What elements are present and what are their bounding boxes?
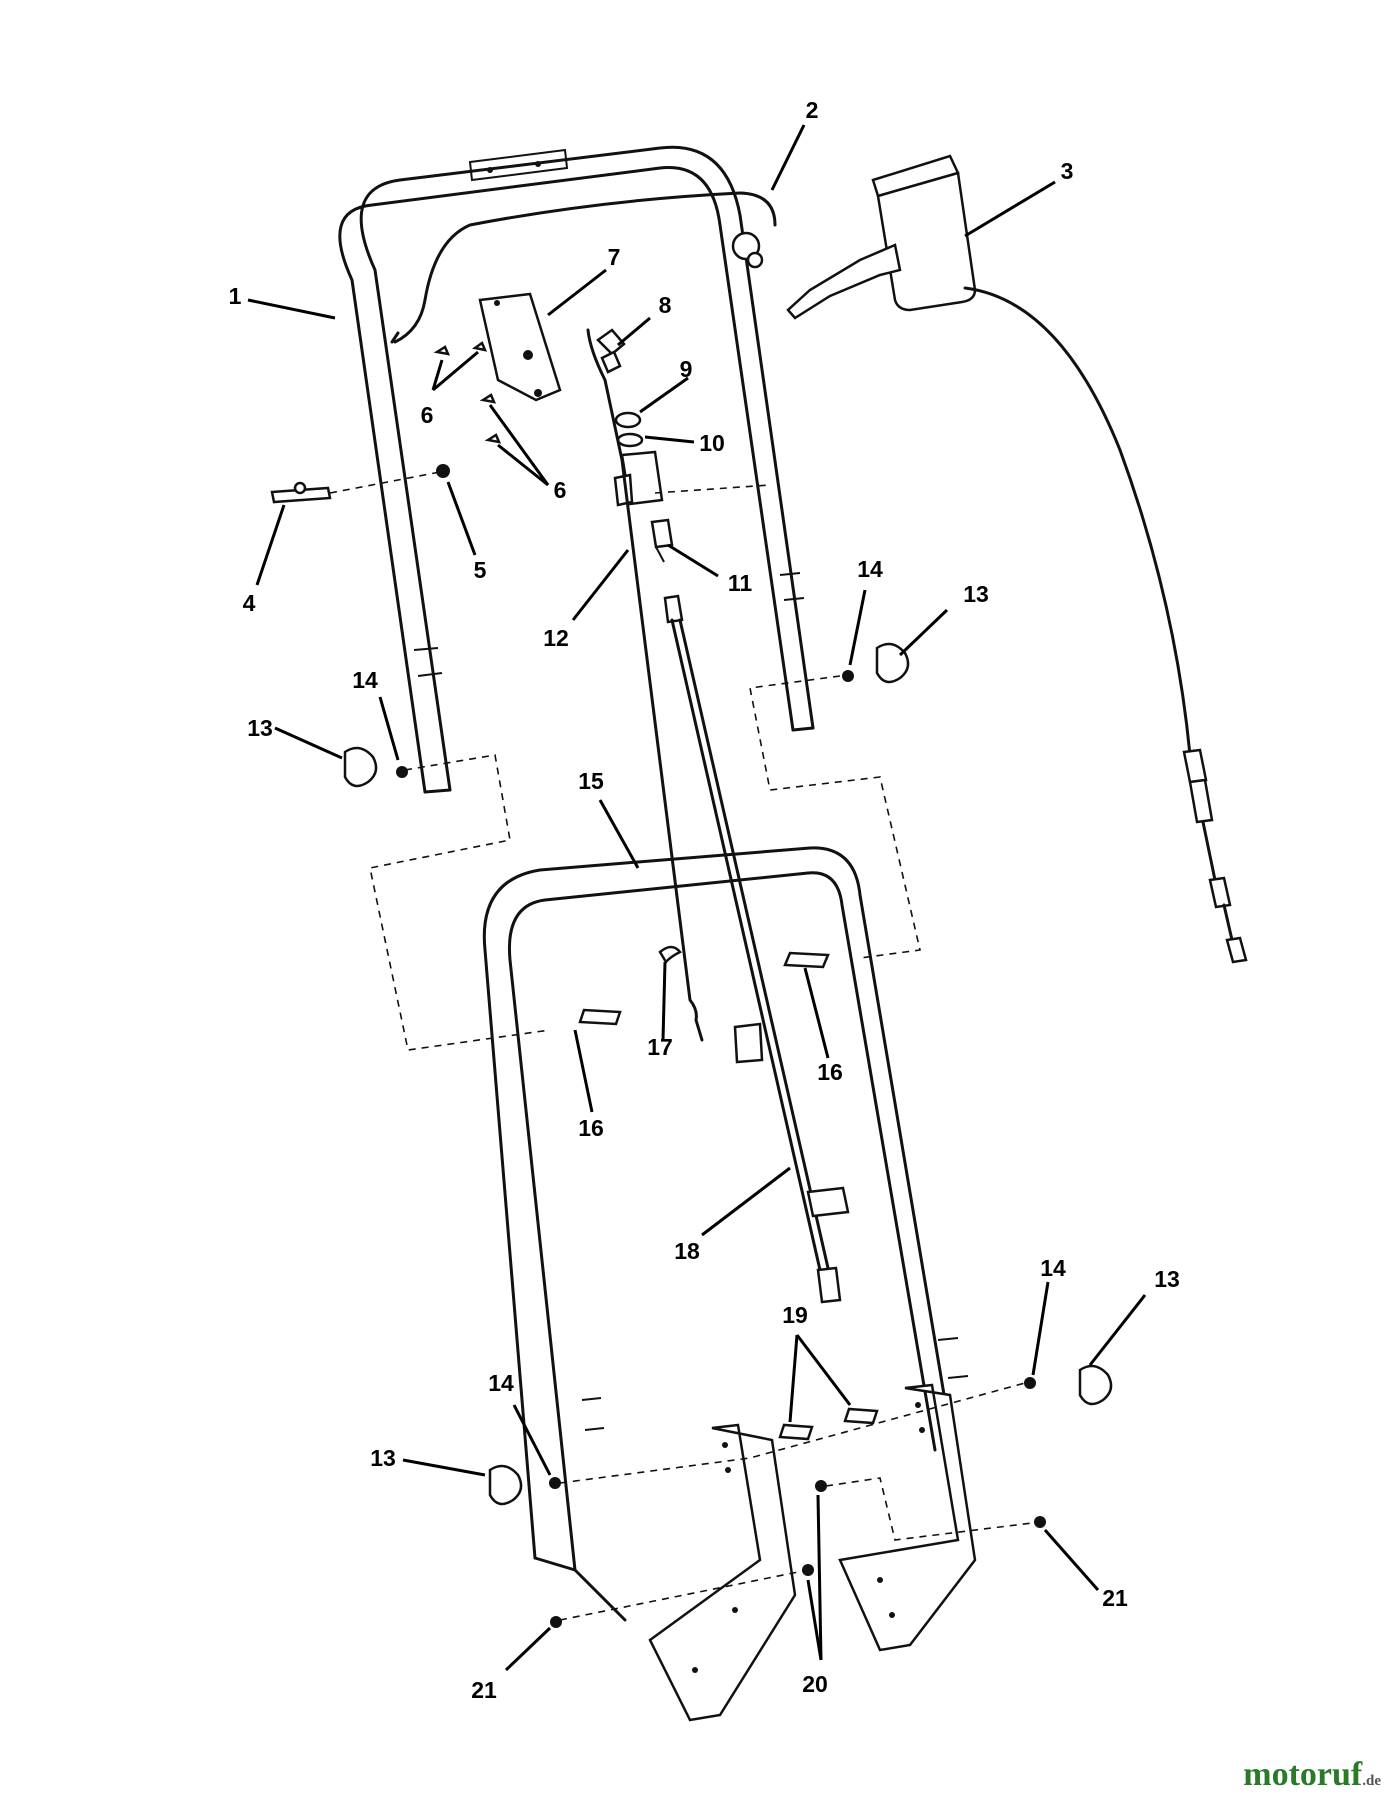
callout-labels: 1 2 3 4 5 6 6 7 8 9 10 11 12 13 13 13 13… (229, 97, 1180, 1703)
callout-7: 7 (608, 244, 621, 270)
callout-14b: 14 (352, 667, 378, 693)
callout-21a: 21 (471, 1677, 497, 1703)
callout-1: 1 (229, 283, 242, 309)
lower-handle (482, 846, 969, 1622)
screws (433, 341, 502, 444)
callout-4: 4 (243, 590, 256, 616)
callout-11: 11 (728, 570, 753, 596)
fasteners (343, 642, 1113, 1628)
cable-assembly (586, 328, 764, 1064)
callout-21b: 21 (1102, 1585, 1128, 1611)
callout-17: 17 (647, 1034, 673, 1060)
wire-harness (663, 594, 850, 1304)
callout-13b: 13 (247, 715, 273, 741)
bracket-plate (478, 292, 562, 402)
callout-14d: 14 (1040, 1255, 1066, 1281)
bolt-and-nut (270, 464, 450, 504)
control-box (786, 154, 1248, 964)
upper-handle (338, 145, 815, 794)
callout-18: 18 (674, 1238, 700, 1264)
leader-lines (247, 124, 1147, 1672)
callout-14c: 14 (488, 1370, 514, 1396)
callout-13a: 13 (963, 581, 989, 607)
control-rod (390, 191, 777, 344)
callout-8: 8 (659, 292, 672, 318)
callout-2: 2 (806, 97, 819, 123)
callout-14a: 14 (857, 556, 883, 582)
callout-9: 9 (680, 356, 693, 382)
callout-3: 3 (1061, 158, 1074, 184)
callout-15: 15 (578, 768, 604, 794)
watermark-logo: motoruf.de (1243, 1756, 1381, 1794)
callout-16b: 16 (817, 1059, 843, 1085)
callout-16a: 16 (578, 1115, 604, 1141)
assembly-lines (369, 484, 1041, 1621)
callout-13c: 13 (370, 1445, 396, 1471)
callout-5: 5 (474, 557, 487, 583)
callout-6b: 6 (554, 477, 567, 503)
callout-20: 20 (802, 1671, 828, 1697)
callout-13d: 13 (1154, 1266, 1180, 1292)
callout-19: 19 (782, 1302, 808, 1328)
callout-12: 12 (543, 625, 569, 651)
watermark-tld: .de (1362, 1773, 1381, 1789)
callout-6a: 6 (421, 402, 434, 428)
callout-10: 10 (699, 430, 725, 456)
watermark-brand: motoruf (1243, 1756, 1363, 1793)
mounting-brackets (648, 1383, 977, 1722)
